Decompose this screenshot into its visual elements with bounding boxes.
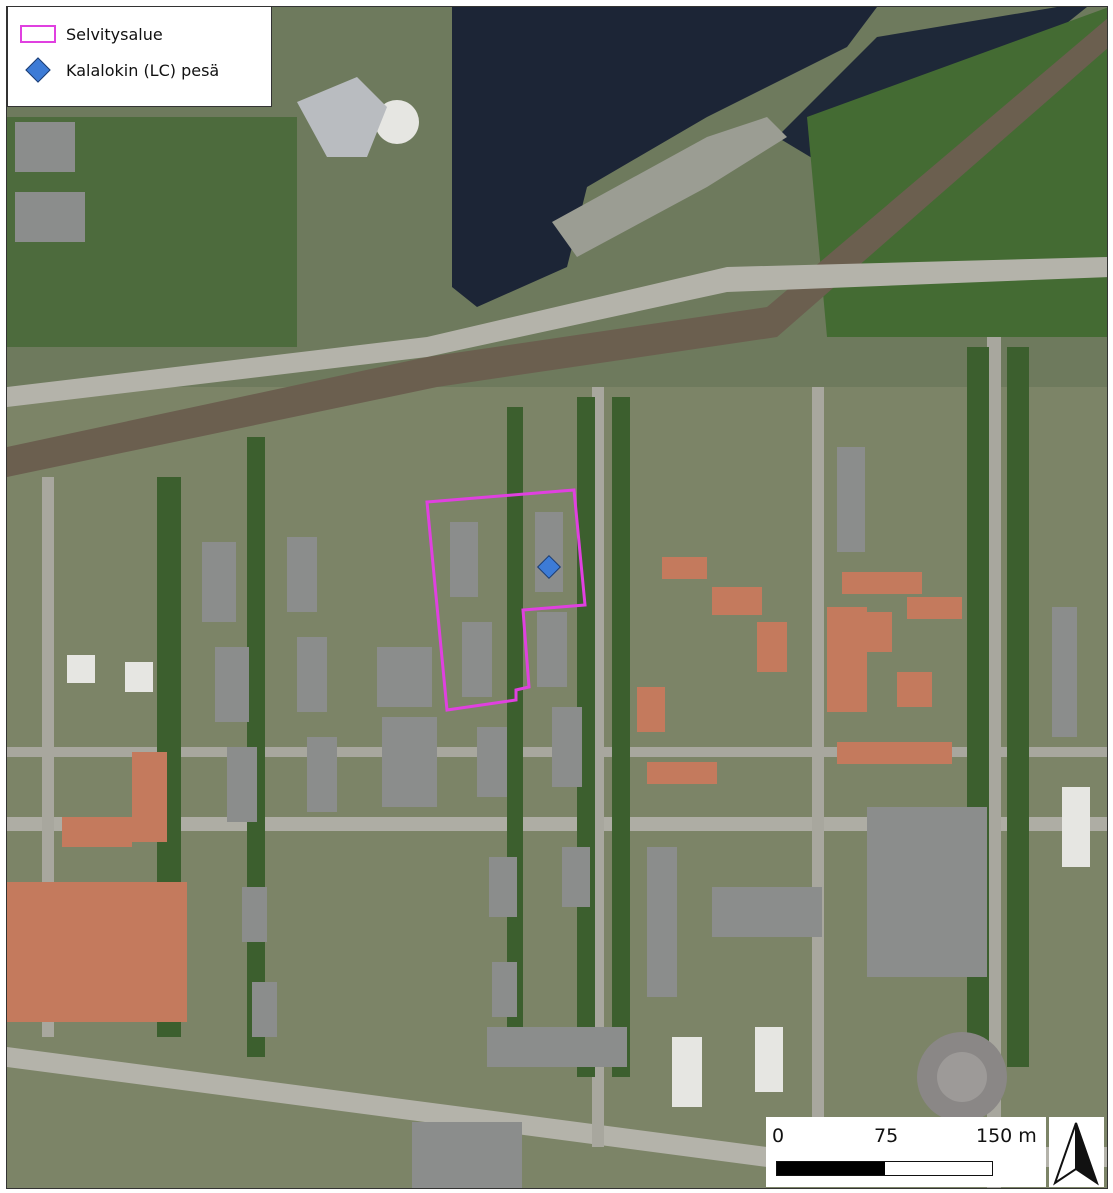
map-legend: Selvitysalue Kalalokin (LC) pesä [7, 6, 272, 107]
study-area-outline [425, 488, 587, 712]
scale-label-150: 150 m [976, 1125, 1037, 1147]
north-arrow-icon [1049, 1117, 1104, 1187]
nest-marker[interactable] [536, 554, 562, 580]
legend-item-study-area: Selvitysalue [18, 23, 163, 45]
scale-label-0: 0 [772, 1125, 785, 1147]
nest-diamond-icon [18, 57, 58, 83]
legend-label-nest: Kalalokin (LC) pesä [66, 60, 220, 80]
study-area-legend-icon [18, 23, 58, 45]
scale-label-75: 75 [874, 1125, 899, 1147]
legend-label-study-area: Selvitysalue [66, 24, 163, 44]
legend-item-nest: Kalalokin (LC) pesä [18, 57, 220, 83]
aerial-map [6, 6, 1108, 1189]
scale-bar: 0 75 150 m [766, 1117, 1046, 1187]
aerial-map-image [7, 7, 1107, 1188]
scale-bar-graphic [776, 1161, 993, 1176]
